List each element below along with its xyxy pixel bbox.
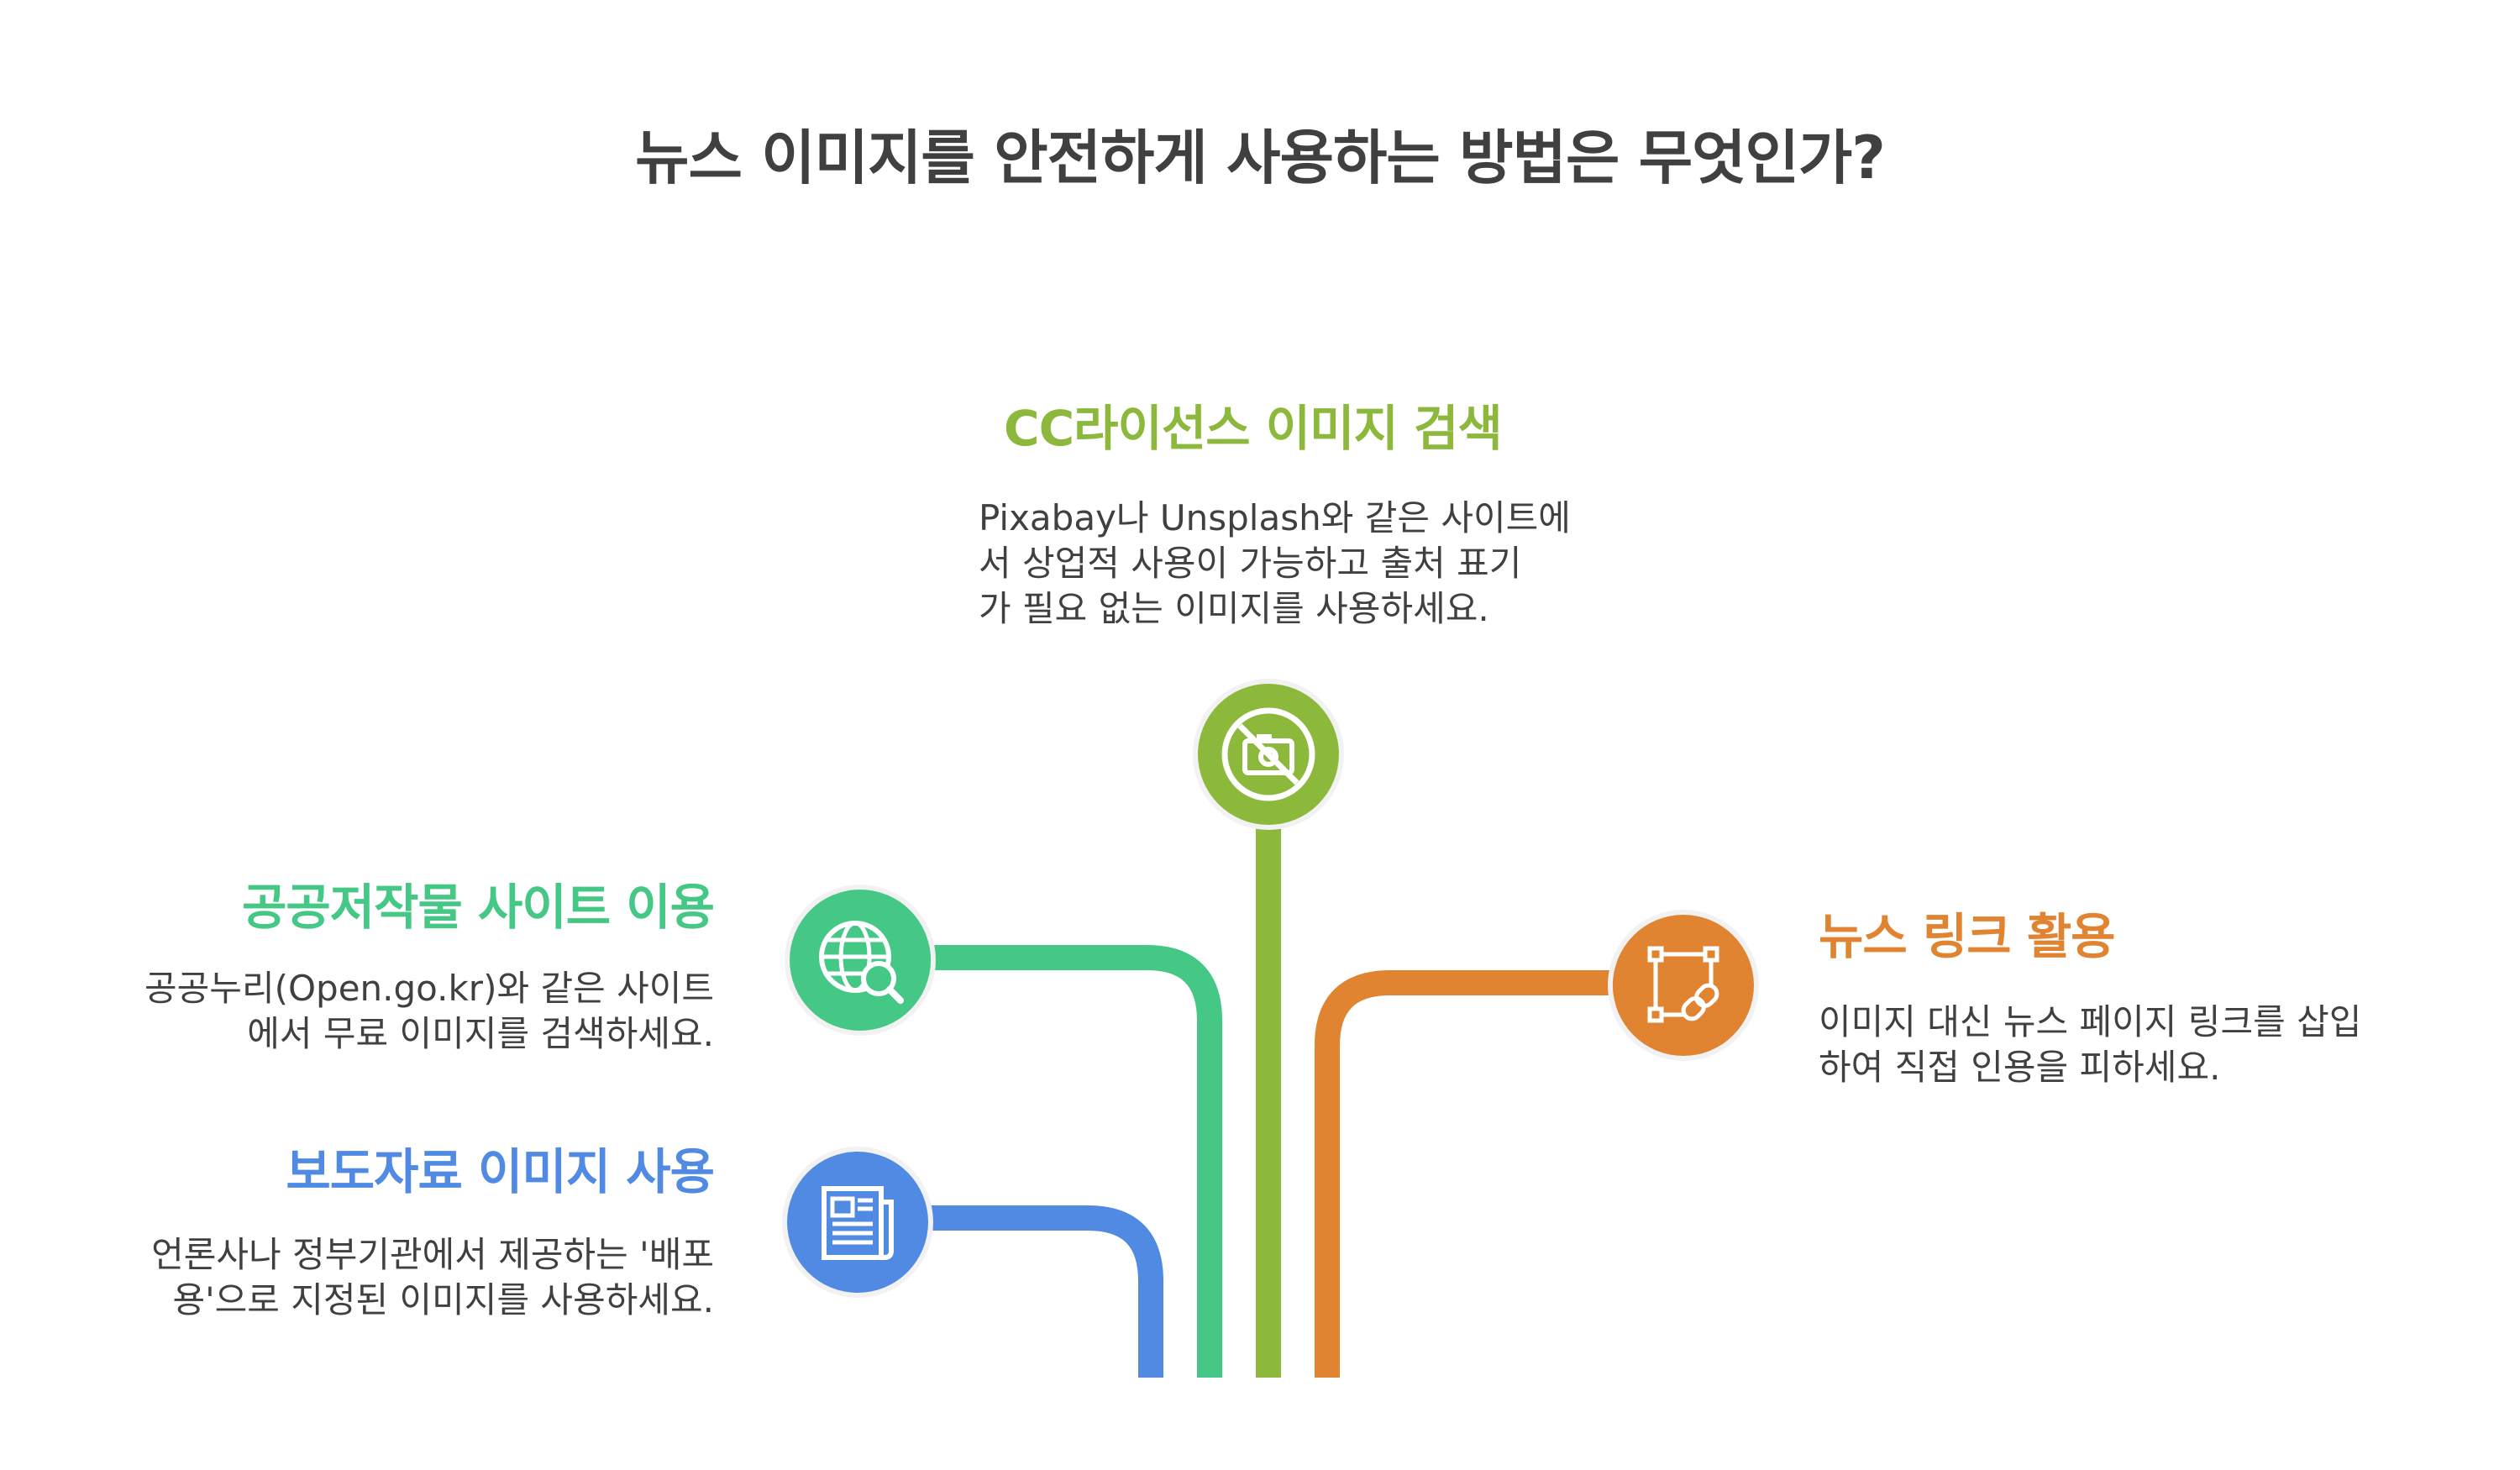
- press-release-icon-circle: [782, 1147, 933, 1298]
- cc-license-description: Pixabay나 Unsplash와 같은 사이트에 서 상업적 사용이 가능하…: [979, 497, 1571, 629]
- press-release-title: 보도자료 이미지 사용: [286, 1143, 715, 1200]
- newspaper-icon: [787, 1152, 928, 1293]
- news-link-description: 이미지 대신 뉴스 페이지 링크를 삽입 하여 직접 인용을 피하세요.: [1819, 1001, 2362, 1088]
- public-works-connector: [928, 945, 1222, 1378]
- news-link-connector: [1315, 970, 1617, 1378]
- public-works-icon-circle: [785, 885, 936, 1036]
- public-works-description: 공공누리(Open.go.kr)와 같은 사이트 에서 무료 이미지를 검색하세…: [144, 968, 714, 1054]
- camera-off-icon: [1198, 684, 1339, 825]
- press-release-description: 언론사나 정부기관에서 제공하는 '배포 용'으로 지정된 이미지를 사용하세요…: [151, 1234, 714, 1320]
- cc-license-icon-circle: [1193, 679, 1344, 830]
- cc-license-title: CC라이선스 이미지 검색: [1004, 400, 1503, 457]
- public-works-title: 공공저작물 사이트 이용: [242, 879, 715, 936]
- link-frame-icon: [1613, 915, 1754, 1056]
- news-link-icon-circle: [1608, 910, 1759, 1061]
- globe-search-icon: [790, 890, 931, 1031]
- news-link-title: 뉴스 링크 활용: [1819, 908, 2116, 965]
- page-title: 뉴스 이미지를 안전하게 사용하는 방법은 무엇인가?: [635, 123, 1886, 192]
- press-release-connector: [928, 1205, 1163, 1378]
